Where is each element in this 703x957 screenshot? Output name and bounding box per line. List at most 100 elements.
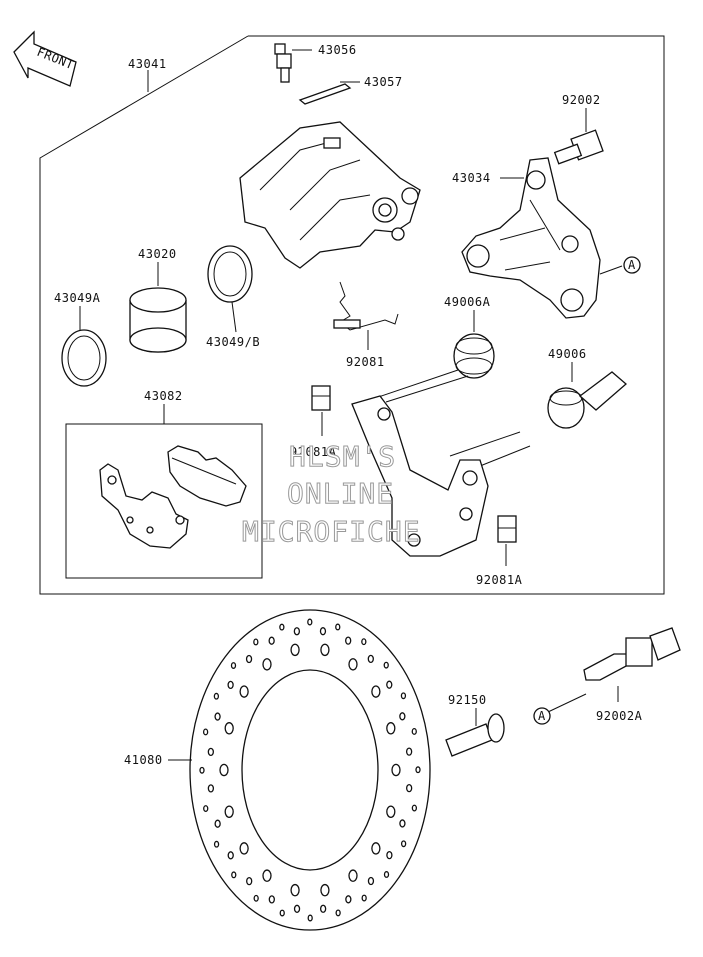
disc-hole	[203, 805, 209, 813]
label-49006: 49006	[548, 347, 587, 361]
disc-hole	[335, 909, 341, 917]
disc-hole	[293, 904, 301, 913]
dust-seal	[61, 329, 107, 387]
disc-hole	[279, 623, 285, 631]
disc-hole	[367, 654, 374, 664]
ref-a-circle	[623, 256, 641, 274]
ref-a-circle-2	[533, 707, 551, 725]
disc-hole	[279, 909, 285, 917]
disc-hole	[239, 842, 249, 855]
disc-hole	[319, 627, 327, 636]
watermark-line-1: HLSM'S	[289, 440, 396, 473]
pin-boot-a	[453, 333, 495, 379]
disc-hole	[361, 894, 367, 902]
piston	[129, 287, 187, 353]
disc-hole	[348, 658, 358, 671]
disc-hole	[268, 895, 275, 904]
disc-hole	[345, 895, 352, 904]
disc-hole	[246, 876, 253, 886]
disc-hole	[213, 840, 220, 848]
disc-hole	[290, 643, 300, 657]
label-43034: 43034	[452, 171, 491, 185]
disc-hole	[345, 636, 352, 645]
brake-pad-right	[167, 445, 247, 507]
disc-hole	[405, 747, 413, 756]
disc-hole	[415, 766, 421, 774]
disc-hole	[207, 747, 214, 757]
disc-hole	[386, 722, 396, 735]
front-arrow-icon: FRONT	[13, 30, 77, 87]
label-43049b: 43049/B	[206, 335, 260, 349]
ref-a-label-2: A	[538, 709, 546, 723]
watermark-line-3: MICROFICHE	[242, 515, 421, 548]
disc-hole	[227, 680, 234, 690]
disc-hole	[411, 727, 417, 735]
disc-hole	[320, 883, 330, 897]
disc-hole	[383, 661, 389, 669]
disc-hole	[239, 685, 249, 698]
disc-bolt	[445, 713, 505, 757]
bleeder-cap	[298, 83, 352, 105]
caliper-bracket	[461, 157, 601, 319]
label-43049a: 43049A	[54, 291, 101, 305]
pad-spring	[333, 281, 399, 331]
label-41080: 41080	[124, 753, 163, 767]
disc-hole	[214, 819, 221, 828]
disc-hole	[400, 692, 407, 700]
disc-hole	[213, 692, 220, 700]
label-49006a: 49006A	[444, 295, 491, 309]
disc-hole	[383, 871, 390, 878]
disc-hole	[361, 638, 367, 646]
disc-hole	[231, 871, 237, 879]
disc-hole	[262, 658, 272, 671]
label-43056: 43056	[318, 43, 357, 57]
label-92150: 92150	[448, 693, 487, 707]
label-43082: 43082	[144, 389, 183, 403]
watermark-line-2: ONLINE	[287, 477, 394, 510]
ref-a-label-1: A	[628, 258, 636, 272]
label-92002a: 92002A	[596, 709, 643, 723]
brake-disc	[189, 609, 431, 931]
brake-pad-left	[99, 463, 189, 549]
label-92081a-1: 92081A	[290, 445, 337, 459]
disc-hole	[348, 869, 358, 882]
disc-hole	[262, 869, 272, 882]
disc-hole	[335, 623, 341, 631]
disc-hole	[367, 876, 375, 886]
pad-clip-2	[497, 515, 517, 543]
label-92002: 92002	[562, 93, 601, 107]
disc-hole	[386, 680, 393, 689]
disc-hole	[199, 766, 205, 774]
disc-hole	[268, 636, 275, 645]
caliper-body	[239, 121, 421, 269]
label-92081: 92081	[346, 355, 385, 369]
disc-hole	[371, 842, 381, 855]
disc-hole	[290, 883, 300, 897]
disc-hole	[400, 840, 407, 848]
disc-hole	[406, 783, 413, 793]
disc-hole	[253, 894, 259, 902]
disc-hole	[224, 722, 234, 735]
disc-hole	[293, 627, 301, 636]
assembly-frame	[39, 35, 665, 595]
disc-hole	[411, 804, 418, 812]
label-43020: 43020	[138, 247, 177, 261]
disc-hole	[230, 662, 237, 669]
disc-hole	[386, 850, 393, 860]
disc-hole	[207, 784, 215, 793]
disc-hole	[371, 685, 381, 698]
pin-boot	[547, 371, 627, 429]
disc-hole	[219, 763, 229, 777]
label-43057: 43057	[364, 75, 403, 89]
disc-hole	[386, 805, 396, 818]
caliper-holder	[351, 369, 531, 557]
disc-hole	[253, 638, 259, 646]
bolt-92002	[553, 129, 604, 165]
disc-hole	[391, 763, 401, 777]
disc-hole	[224, 805, 234, 818]
bleeder-valve	[274, 43, 292, 83]
disc-holes	[199, 618, 421, 922]
disc-hole	[227, 851, 234, 860]
